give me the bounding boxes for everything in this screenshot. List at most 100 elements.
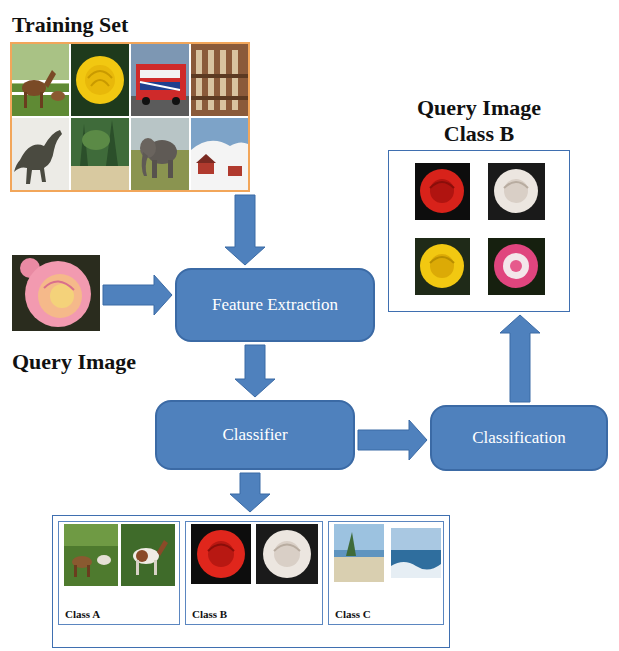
horse-photo bbox=[24, 92, 27, 108]
horse-photo bbox=[74, 565, 77, 577]
section-heading: Query Image Class B bbox=[404, 95, 554, 147]
snow-village-photo bbox=[191, 141, 248, 190]
bus-photo bbox=[140, 82, 180, 90]
white-rose-photo bbox=[504, 182, 528, 188]
tropical-photo bbox=[71, 166, 129, 190]
horse-photo bbox=[154, 560, 157, 575]
red-rose-photo bbox=[430, 182, 454, 188]
process-box: Classification bbox=[430, 405, 608, 471]
yellow-rose-photo bbox=[76, 56, 124, 104]
bus-photo bbox=[140, 82, 180, 90]
elephant-photo bbox=[142, 152, 148, 176]
horse-photo bbox=[64, 524, 118, 586]
white-rose-photo bbox=[256, 524, 318, 584]
building-photo bbox=[208, 50, 214, 110]
white-rose-photo bbox=[488, 163, 545, 220]
building-photo bbox=[191, 96, 248, 100]
horse-photo bbox=[97, 555, 111, 565]
yellow-rose-photo bbox=[415, 238, 470, 295]
box-label: Feature Extraction bbox=[202, 294, 348, 315]
result-box: Query Image Class B bbox=[388, 150, 570, 312]
snow-village-photo bbox=[198, 162, 214, 174]
image-set-box: Training Set bbox=[10, 42, 250, 192]
bus-photo bbox=[172, 97, 180, 105]
class-label: Class B bbox=[192, 608, 227, 620]
horse-photo bbox=[40, 92, 43, 108]
query-rose-photo bbox=[25, 261, 91, 327]
query-rose-photo bbox=[12, 255, 100, 331]
sea-photo bbox=[391, 528, 441, 578]
pink-rose-photo bbox=[503, 253, 529, 279]
yellow-rose-photo bbox=[415, 238, 470, 295]
building-photo bbox=[232, 50, 238, 110]
red-rose-photo bbox=[191, 524, 251, 584]
sea-photo bbox=[391, 562, 441, 578]
class-group-box: Class A Class B Class C bbox=[52, 515, 450, 648]
beach-photo bbox=[334, 556, 384, 582]
elephant-photo bbox=[131, 118, 189, 190]
snow-village-photo bbox=[196, 154, 216, 163]
block-arrow bbox=[358, 420, 427, 460]
horse-photo bbox=[12, 44, 69, 116]
pink-rose-photo bbox=[488, 238, 545, 295]
building-photo bbox=[220, 50, 226, 110]
beach-photo bbox=[334, 524, 384, 582]
white-rose-photo bbox=[274, 541, 300, 567]
pink-rose-photo bbox=[488, 238, 545, 295]
yellow-rose-photo bbox=[71, 44, 129, 116]
section-heading: Training Set bbox=[12, 12, 128, 38]
building-photo bbox=[191, 44, 248, 116]
yellow-rose-photo bbox=[85, 65, 115, 95]
pink-rose-photo bbox=[510, 260, 522, 272]
elephant-photo bbox=[140, 138, 156, 158]
red-rose-photo bbox=[415, 163, 470, 220]
query-rose-photo bbox=[12, 255, 100, 331]
yellow-rose-photo bbox=[430, 254, 454, 278]
white-rose-photo bbox=[488, 163, 545, 220]
white-rose-photo bbox=[504, 179, 528, 203]
class-label: Class C bbox=[335, 608, 371, 620]
yellow-rose-photo bbox=[71, 44, 129, 116]
elephant-photo bbox=[131, 118, 189, 190]
bus-photo bbox=[136, 64, 186, 100]
beach-photo bbox=[346, 532, 356, 556]
white-rose-photo bbox=[256, 524, 318, 584]
process-box: Feature Extraction bbox=[175, 268, 375, 342]
block-arrow bbox=[225, 195, 265, 265]
tropical-photo bbox=[71, 118, 129, 190]
box-label: Classifier bbox=[212, 424, 297, 445]
snow-village-photo bbox=[228, 166, 242, 176]
white-rose-photo bbox=[263, 530, 311, 578]
sea-photo bbox=[391, 528, 441, 578]
horse-photo bbox=[64, 524, 118, 586]
horse-photo bbox=[121, 524, 175, 586]
block-arrow bbox=[235, 345, 275, 397]
dinosaur-photo bbox=[14, 130, 62, 184]
horse-photo bbox=[121, 524, 175, 586]
red-rose-photo bbox=[415, 163, 470, 220]
red-rose-photo bbox=[197, 530, 245, 578]
building-photo bbox=[191, 74, 248, 78]
class-box: Class A bbox=[58, 521, 180, 625]
bus-photo bbox=[131, 44, 189, 116]
horse-photo bbox=[136, 560, 139, 575]
horse-photo bbox=[64, 524, 118, 546]
block-arrow bbox=[500, 315, 540, 402]
red-rose-photo bbox=[191, 524, 251, 584]
yellow-rose-photo bbox=[88, 71, 112, 78]
image-label: Query Image bbox=[12, 349, 136, 375]
snow-village-photo bbox=[191, 118, 248, 190]
horse-photo bbox=[51, 91, 65, 101]
yellow-rose-photo bbox=[430, 257, 454, 263]
yellow-rose-photo bbox=[91, 80, 109, 86]
red-rose-photo bbox=[208, 541, 234, 567]
process-box: Classifier bbox=[155, 400, 355, 470]
bus-photo bbox=[131, 44, 189, 116]
dinosaur-photo bbox=[12, 118, 69, 190]
yellow-rose-photo bbox=[420, 244, 464, 288]
white-rose-photo bbox=[494, 169, 538, 213]
bus-photo bbox=[142, 97, 150, 105]
class-box: Class B bbox=[185, 521, 323, 625]
query-rose-photo bbox=[44, 281, 74, 290]
